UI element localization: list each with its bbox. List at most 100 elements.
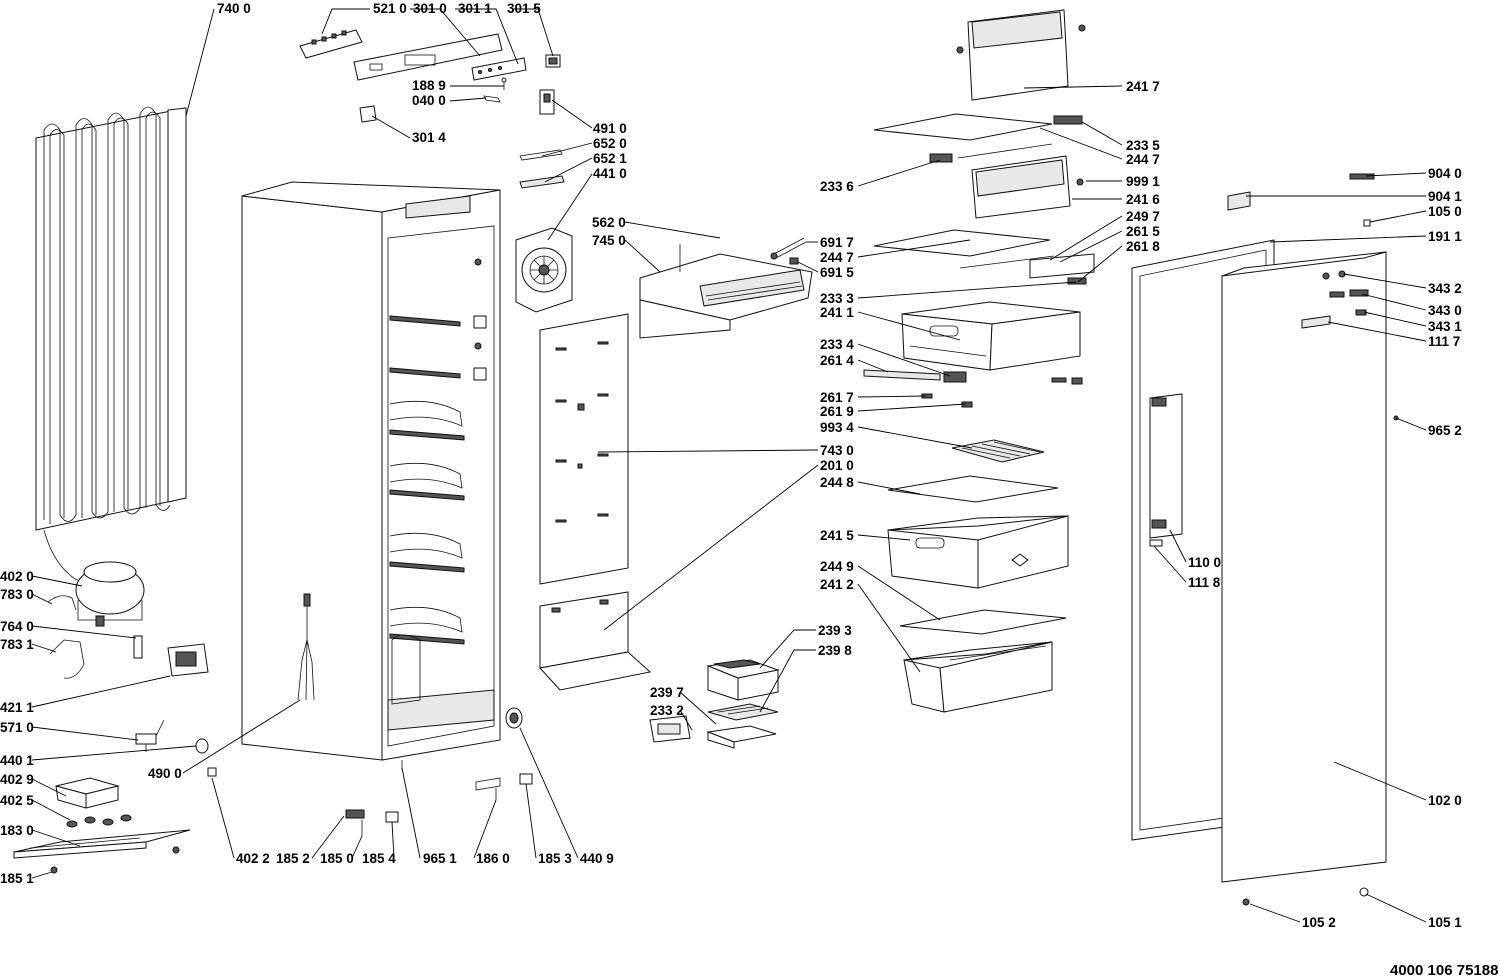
part-label: 904 0 [1428, 166, 1462, 181]
part-label: 691 7 [820, 235, 854, 250]
part-label: 521 0 [373, 1, 407, 16]
clip-part [483, 95, 501, 103]
document-number: 4000 106 75188 [1390, 962, 1498, 979]
drawer-upper-part [901, 301, 1081, 371]
filter-part [951, 439, 1045, 463]
part-label: 301 0 [413, 1, 447, 16]
part-label: 421 1 [0, 700, 34, 715]
part-label: 201 0 [820, 458, 854, 473]
ice-bin-part [706, 725, 777, 749]
part-label: 185 1 [0, 871, 34, 886]
part-label: 241 7 [1126, 79, 1160, 94]
part-label: 110 0 [1188, 555, 1221, 570]
part-label: 652 0 [593, 136, 627, 151]
switch-part [545, 54, 561, 68]
part-label: 233 2 [650, 703, 684, 718]
glass-cover-lower-part [899, 609, 1067, 635]
part-label: 999 1 [1126, 174, 1160, 189]
rubber-feet-part [66, 814, 132, 828]
part-label: 490 0 [148, 766, 182, 781]
part-label: 244 9 [820, 559, 854, 574]
part-label: 185 0 [320, 851, 354, 866]
part-label: 241 6 [1126, 192, 1160, 207]
glass-shelf-lower-part [873, 229, 1055, 269]
part-label: 562 0 [592, 215, 626, 230]
control-panel-cover-part [353, 33, 503, 81]
part-label: 652 1 [593, 151, 627, 166]
fan-part [515, 227, 573, 313]
harness-part [519, 149, 565, 189]
part-label: 745 0 [592, 233, 626, 248]
drawer-lower-part [903, 641, 1053, 713]
grommet-part [195, 707, 523, 754]
leader-lines [31, 8, 1427, 923]
shelf-rails-part [389, 315, 465, 645]
glass-cover-part [887, 475, 1059, 503]
glass-shelf-part [873, 113, 1053, 159]
bottom-back-cover-part [539, 591, 652, 691]
air-duct-part [639, 244, 813, 339]
freezer-flap-lower-part [971, 155, 1084, 219]
drawer-middle-part [887, 515, 1069, 589]
part-label: 102 0 [1428, 793, 1462, 808]
part-label: 105 0 [1428, 204, 1462, 219]
control-board-part [299, 29, 363, 59]
part-label: 111 8 [1188, 575, 1221, 590]
part-labels: 740 0 521 0 301 0 301 1 301 5 188 9 040 … [0, 1, 1462, 930]
condenser-part [35, 106, 187, 583]
base-plate-part [13, 829, 191, 874]
door-handle-part [1149, 393, 1183, 547]
part-label: 402 9 [0, 772, 34, 787]
part-label: 491 0 [593, 121, 627, 136]
part-label: 904 1 [1428, 189, 1462, 204]
part-label: 244 7 [820, 250, 854, 265]
display-label-part [471, 57, 527, 81]
relay-part [167, 643, 209, 677]
part-label: 965 1 [423, 851, 457, 866]
door-part [1221, 173, 1387, 883]
part-label: 183 0 [0, 823, 34, 838]
pad-part [359, 105, 377, 123]
part-label: 343 0 [1428, 303, 1462, 318]
ice-tray-part [707, 703, 779, 721]
part-label: 239 7 [650, 685, 684, 700]
part-label: 261 4 [820, 353, 854, 368]
part-label: 239 3 [818, 623, 852, 638]
part-label: 764 0 [0, 619, 34, 634]
part-label: 402 2 [236, 851, 270, 866]
part-label: 241 5 [820, 528, 854, 543]
lamp-holder-part [539, 89, 555, 115]
freezer-flap-part [956, 9, 1086, 101]
part-label: 301 1 [458, 1, 492, 16]
ice-handle-part [649, 715, 691, 743]
part-label: 186 0 [476, 851, 510, 866]
hinge-part [929, 115, 1083, 163]
part-label: 241 2 [820, 577, 854, 592]
part-label: 571 0 [0, 720, 34, 735]
thermostat-part [135, 719, 165, 752]
part-label: 185 4 [362, 851, 396, 866]
part-label: 301 5 [507, 1, 541, 16]
part-label: 191 1 [1428, 229, 1462, 244]
cabinet-part [241, 181, 501, 761]
screw-part [501, 77, 507, 90]
ice-box-part [706, 659, 780, 701]
door-screw-part [1242, 415, 1399, 906]
part-label: 233 3 [820, 291, 854, 306]
part-label: 261 5 [1126, 224, 1160, 239]
part-label: 244 7 [1126, 152, 1160, 167]
part-label: 440 1 [0, 753, 34, 768]
shelf-support-part [1029, 253, 1095, 285]
part-label: 261 8 [1126, 239, 1160, 254]
part-label: 261 7 [820, 390, 854, 405]
drawer-rail-part [863, 369, 1083, 408]
part-label: 233 5 [1126, 138, 1160, 153]
part-label: 239 8 [818, 643, 852, 658]
part-label: 185 3 [538, 851, 572, 866]
part-label: 343 1 [1428, 319, 1462, 334]
compressor-part [75, 561, 145, 627]
part-label: 111 7 [1428, 334, 1460, 349]
part-label: 040 0 [412, 93, 446, 108]
part-label: 261 9 [820, 404, 854, 419]
